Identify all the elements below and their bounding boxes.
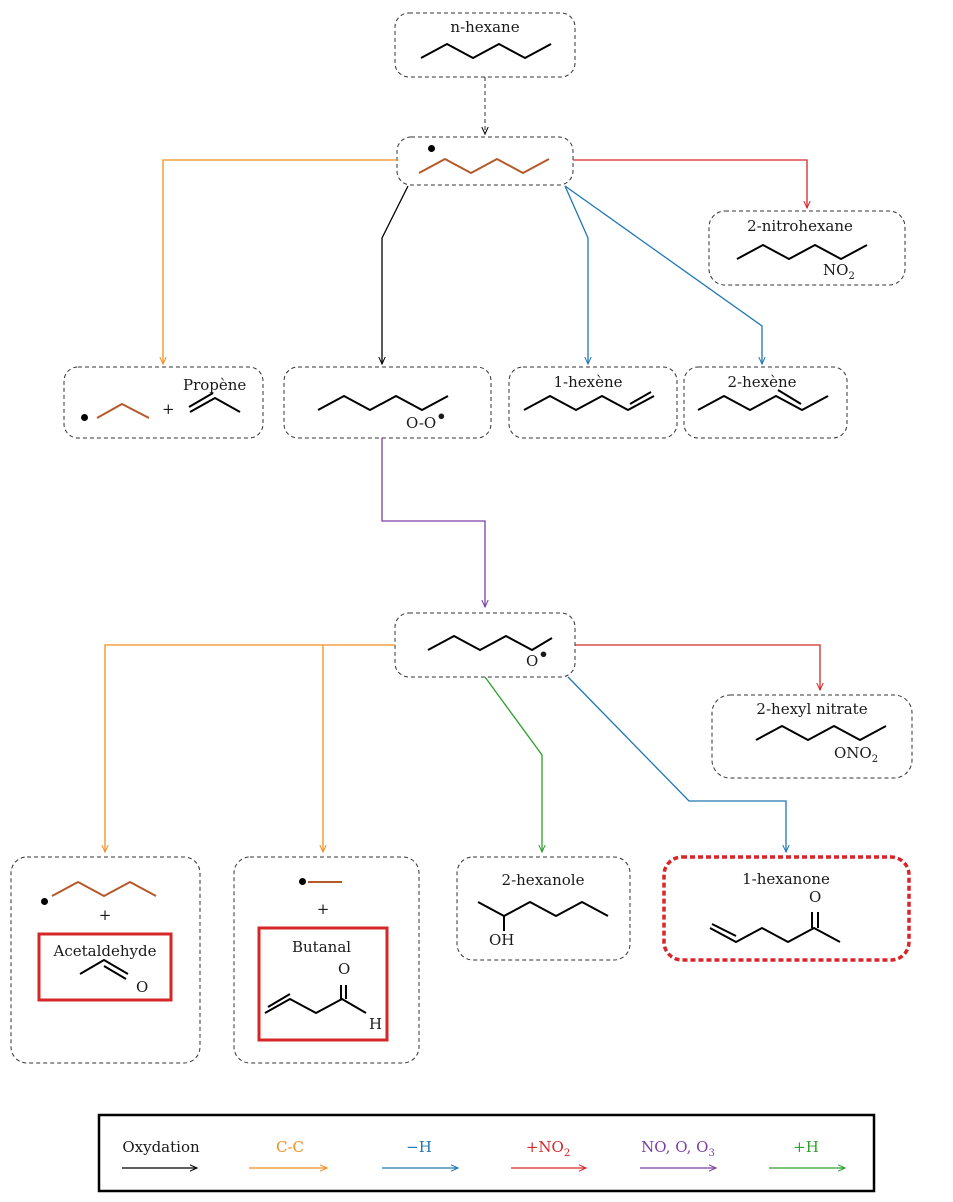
arrow-radical-to-propene <box>163 159 397 364</box>
radical-dot-icon <box>81 414 88 421</box>
arrow-radical-to-nitrohexane <box>573 159 807 208</box>
label-hexane: n-hexane <box>450 18 520 36</box>
label-peroxy-group: O-O• <box>406 407 447 433</box>
legend-label-h-plus: +H <box>793 1138 819 1156</box>
arrow-alkoxy-to-hexanone <box>567 676 786 852</box>
label-acetaldehyde: Acetaldehyde <box>53 942 157 960</box>
label-hexanole-hydroxyl: OH <box>489 931 515 949</box>
arrow-radical-to-hexene1 <box>564 185 588 364</box>
nitrate-skeleton <box>755 725 887 741</box>
legend-label-oxidation: Oxydation <box>122 1138 200 1156</box>
hexanone-skeleton <box>709 927 841 943</box>
label-hexene1: 1-hexène <box>553 373 623 391</box>
radical-chain-skeleton <box>418 158 550 174</box>
node-propene-box <box>63 366 264 439</box>
node-pentyl-box <box>10 856 201 1064</box>
nitrohexane-skeleton <box>736 244 868 260</box>
label-plus-propyl: + <box>316 900 330 918</box>
label-propene: Propène <box>183 376 247 394</box>
arrow-radical-to-hexene2 <box>564 185 762 364</box>
propene-skeleton <box>189 397 241 413</box>
acetaldehyde-highlight-box <box>37 932 173 1002</box>
node-nitrohexane-box <box>708 210 906 286</box>
node-hexene1-box <box>508 366 678 439</box>
radical-dot-icon <box>41 898 48 905</box>
butanal-skeleton <box>264 998 367 1014</box>
label-hexene2: 2-hexène <box>727 373 797 391</box>
label-hexyl-nitrate: 2-hexyl nitrate <box>756 700 868 718</box>
propyl-radical-skeleton <box>96 403 150 419</box>
label-hexanole: 2-hexanole <box>501 871 585 889</box>
legend-label-no-o: NO, O, O3 <box>641 1138 715 1159</box>
acetaldehyde-skeleton <box>79 959 129 975</box>
legend-box <box>97 1113 876 1193</box>
label-nitrohexane: 2-nitrohexane <box>747 217 853 235</box>
hexene1-skeleton <box>523 395 655 411</box>
label-acetaldehyde-oxygen: O <box>136 978 149 996</box>
label-hexanone-oxygen: O <box>809 888 822 906</box>
peroxy-skeleton <box>317 395 449 411</box>
legend-label-cc: C-C <box>275 1138 305 1156</box>
label-butanal-oxygen: O <box>338 960 351 978</box>
arrow-alkoxy-to-nitrate <box>575 644 820 690</box>
label-butanal-hydrogen: H <box>369 1015 383 1033</box>
label-plus-pentyl: + <box>98 906 112 924</box>
hexanole-skeleton <box>477 901 609 917</box>
label-alkoxy-group: O• <box>526 645 549 671</box>
arrow-peroxy-to-alkoxy <box>381 438 485 607</box>
node-hexanone-box <box>662 855 911 962</box>
label-nitrate-group: ONO2 <box>834 744 879 765</box>
label-hexanone: 1-hexanone <box>742 870 830 888</box>
hexene2-skeleton <box>697 395 829 411</box>
hexane-skeleton <box>420 43 552 59</box>
label-plus-propene: + <box>162 400 175 418</box>
legend-label-h-minus: −H <box>406 1138 432 1156</box>
node-peroxy-box <box>283 366 492 439</box>
legend-label-no2: +NO2 <box>525 1138 571 1159</box>
butanal-highlight-box <box>257 926 389 1042</box>
node-propyl-box <box>233 856 420 1064</box>
pentyl-radical-skeleton <box>51 881 157 897</box>
arrow-alkoxy-to-pentyl <box>105 644 395 852</box>
radical-dot-icon <box>428 145 435 152</box>
alkoxy-skeleton <box>427 635 553 651</box>
label-nitrohexane-group: NO2 <box>823 261 855 282</box>
node-hexanole-box <box>456 856 631 961</box>
node-radical-box <box>396 136 574 186</box>
radical-dot-icon <box>299 878 306 885</box>
arrow-alkoxy-to-hexanole <box>484 676 542 852</box>
node-hexane-box <box>394 12 576 78</box>
label-butanal: Butanal <box>292 938 352 956</box>
arrow-radical-to-peroxy <box>382 185 409 364</box>
node-hexene2-box <box>683 366 848 439</box>
